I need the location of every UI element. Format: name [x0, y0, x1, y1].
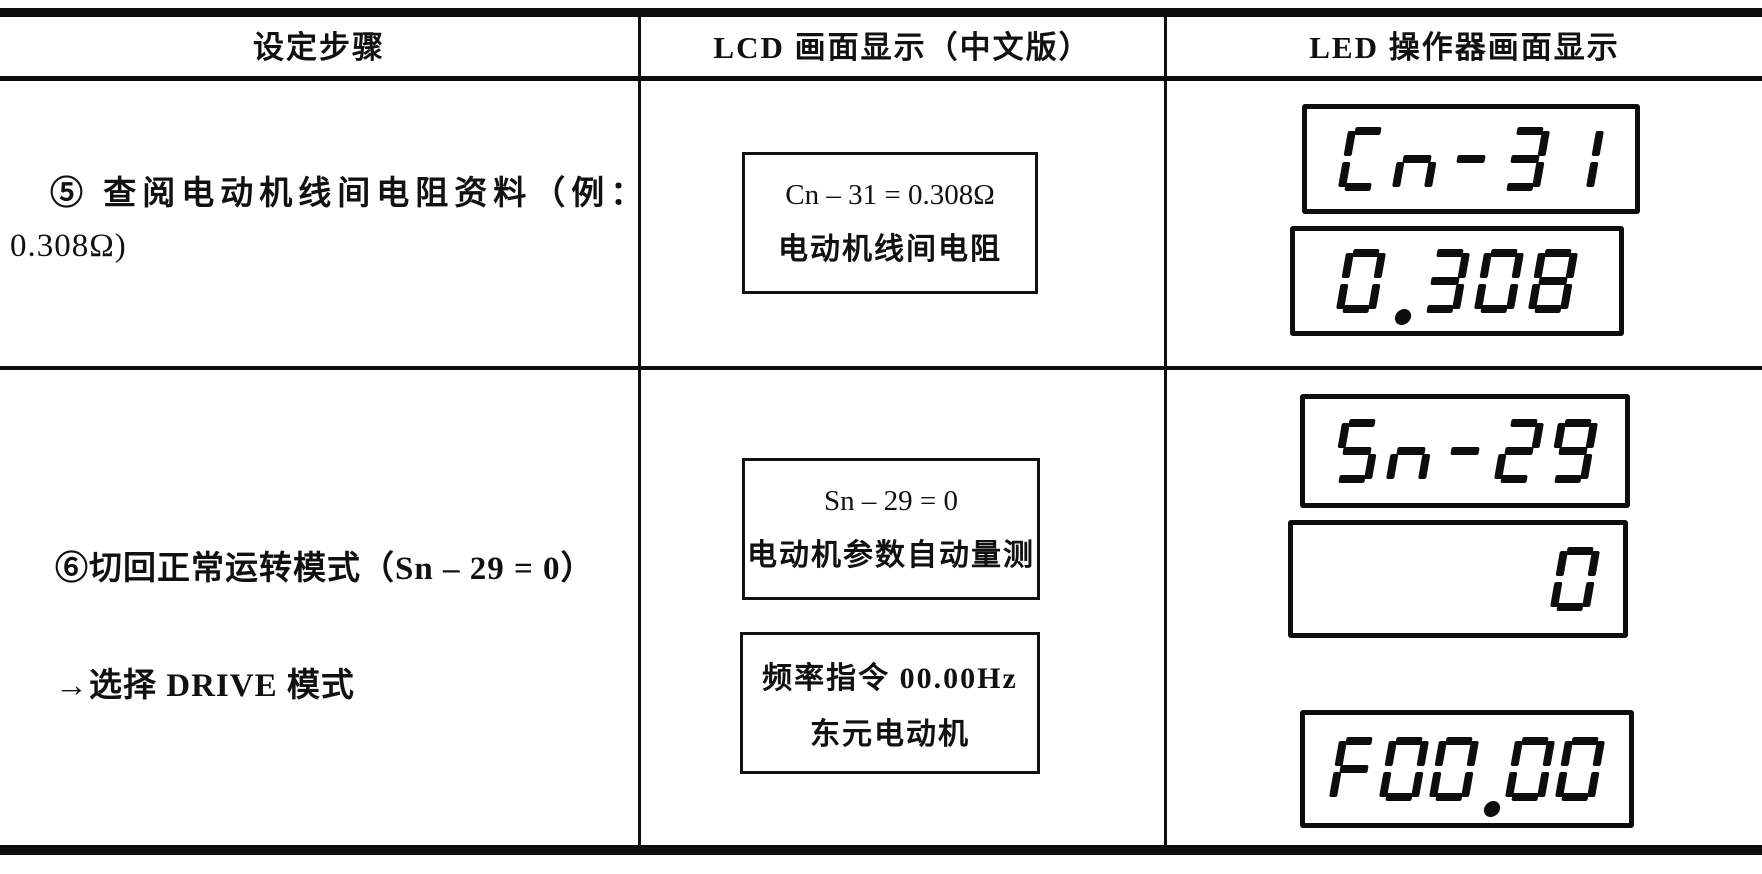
column-divider-2: [1164, 12, 1167, 853]
led-display-0308: [1290, 226, 1624, 336]
led-display-0: [1288, 520, 1628, 638]
column-header-led: LED 操作器画面显示: [1309, 29, 1620, 65]
column-header-lcd: LCD 画面显示（中文版）: [713, 29, 1092, 65]
seg-digit: [1385, 419, 1436, 483]
lcd-box-frequency: 频率指令 00.00Hz 东元电动机: [740, 632, 1040, 774]
lcd-line-motor: 东元电动机: [810, 718, 970, 751]
led-display-f0000: [1300, 710, 1634, 828]
lcd-line-frequency: 频率指令 00.00Hz: [762, 662, 1018, 695]
seg-digit: [1337, 127, 1388, 191]
led-display-sn29: [1300, 394, 1630, 508]
lcd-line-description: 电动机线间电阻: [778, 232, 1002, 266]
seg-digit: [1473, 249, 1524, 313]
table-border-bottom: [0, 845, 1762, 855]
seg-digit: [1547, 419, 1598, 483]
seg-digit: [1391, 127, 1442, 191]
column-header-steps: 设定步骤: [253, 29, 385, 65]
seg-digit: [1331, 419, 1382, 483]
seg-digit: [1553, 127, 1604, 191]
step-5-text-line1: ⑤ 查阅电动机线间电阻资料（例：: [50, 176, 650, 212]
seg-digit: [1439, 419, 1490, 483]
led-display-cn31: [1302, 104, 1640, 214]
seg-digit: [1549, 547, 1600, 611]
lcd-line-parameter: Sn – 29 = 0: [824, 484, 958, 517]
seg-digit: [1335, 249, 1386, 313]
column-divider-1: [638, 12, 641, 853]
row-divider: [0, 366, 1762, 370]
table-border-top: [0, 8, 1762, 17]
lcd-box-sn29: Sn – 29 = 0 电动机参数自动量测: [742, 458, 1040, 600]
seg-digit: [1504, 737, 1555, 801]
seg-digit: [1554, 737, 1605, 801]
step-5-text-line2: 0.308Ω): [10, 228, 127, 264]
step-6-text-line2: →选择 DRIVE 模式: [55, 668, 355, 704]
seg-digit: [1499, 127, 1550, 191]
seg-decimal-point: [1482, 801, 1502, 817]
step-6-text-line1: ⑥切回正常运转模式（Sn – 29 = 0）: [55, 551, 595, 587]
seg-digit: [1328, 737, 1379, 801]
header-divider: [0, 76, 1762, 81]
seg-digit: [1445, 127, 1496, 191]
lcd-box-cn31: Cn – 31 = 0.308Ω 电动机线间电阻: [742, 152, 1038, 294]
seg-decimal-point: [1393, 309, 1413, 325]
seg-digit: [1527, 249, 1578, 313]
seg-digit: [1378, 737, 1429, 801]
seg-digit: [1493, 419, 1544, 483]
lcd-line-description: 电动机参数自动量测: [747, 538, 1035, 572]
seg-digit: [1428, 737, 1479, 801]
lcd-line-parameter: Cn – 31 = 0.308Ω: [785, 178, 995, 211]
seg-digit: [1419, 249, 1470, 313]
